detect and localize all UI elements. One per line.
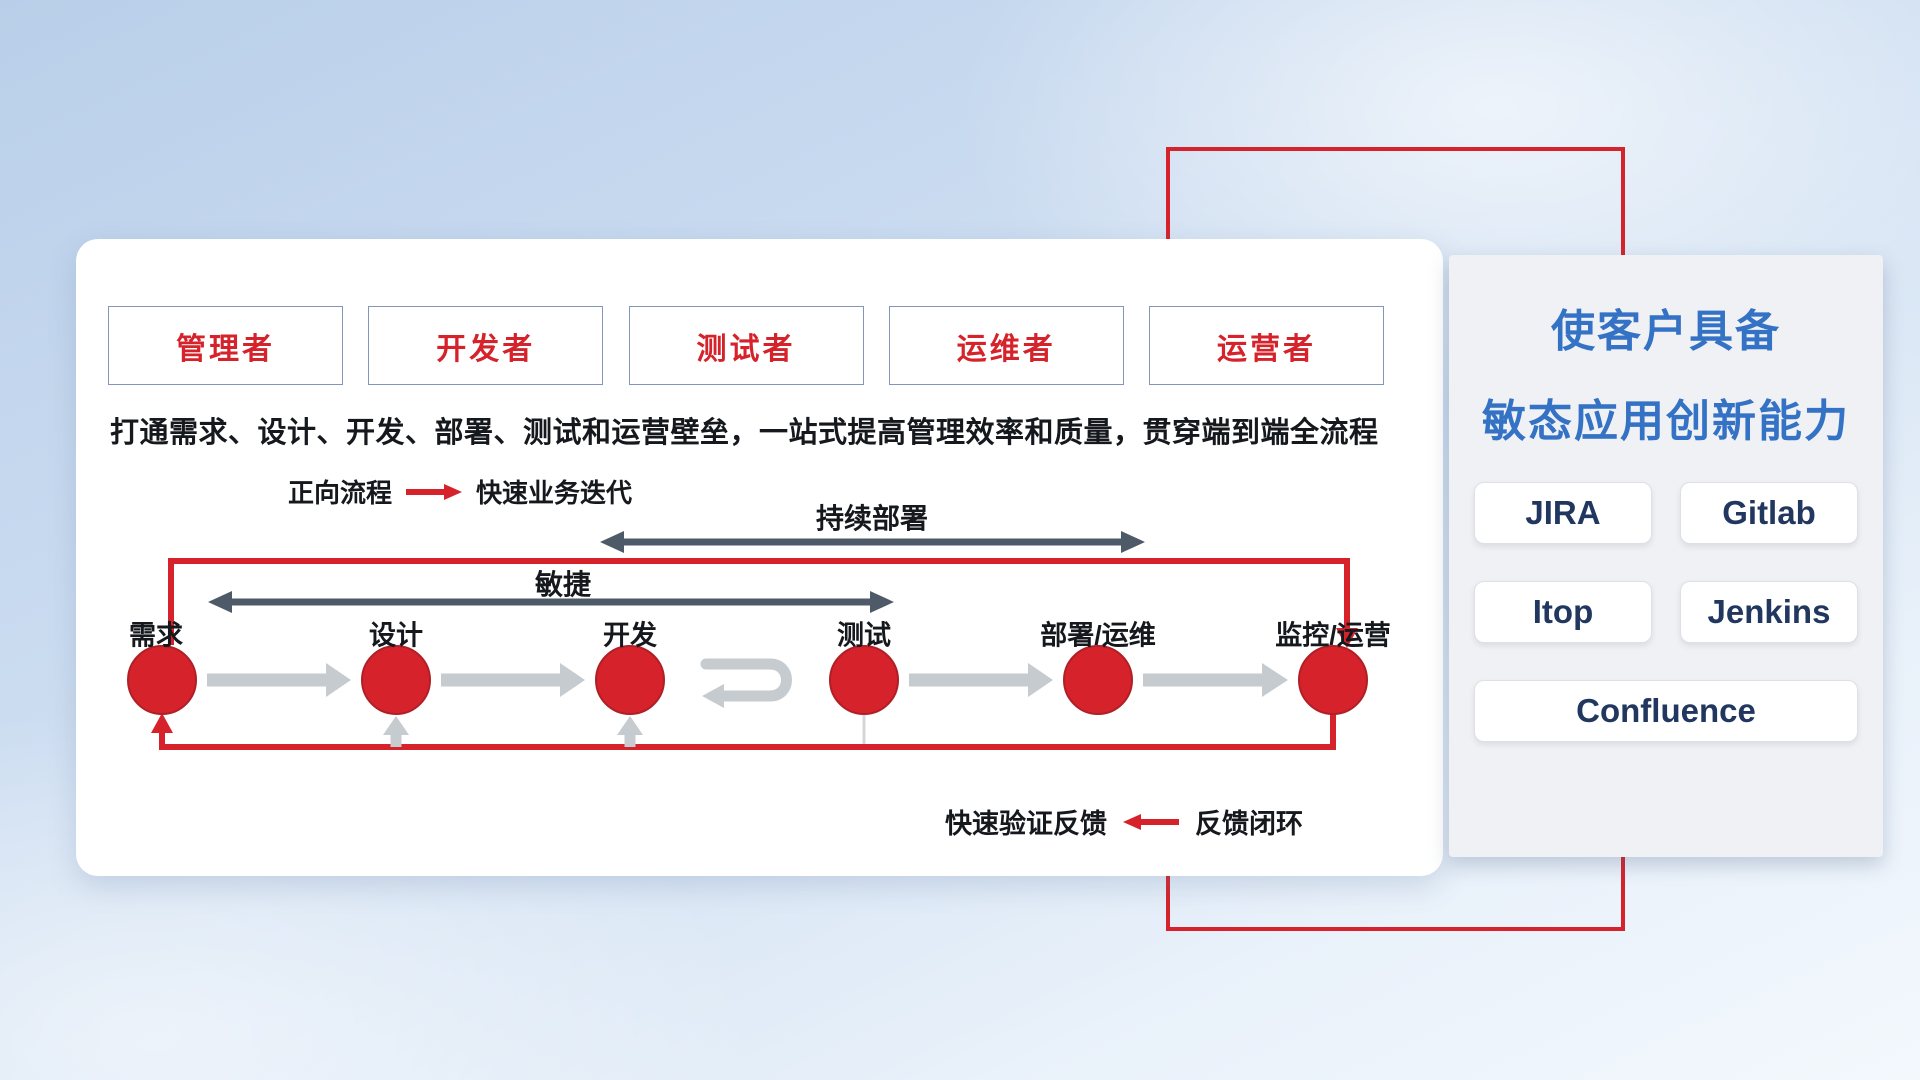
role-label: 管理者 xyxy=(176,332,275,366)
stage-label-develop: 开发 xyxy=(603,620,657,651)
role-box-operator: 运营者 xyxy=(1149,306,1384,385)
role-box-tester: 测试者 xyxy=(628,306,864,385)
tool-jenkins[interactable]: Jenkins xyxy=(1680,581,1858,643)
stage-label-monitor-ops: 监控/运营 xyxy=(1275,620,1391,651)
tool-confluence[interactable]: Confluence xyxy=(1474,680,1858,742)
forward-legend: 正向流程 快速业务迭代 xyxy=(288,473,632,510)
panel-title-line2: 敏态应用创新能力 xyxy=(1482,397,1850,446)
tool-gitlab[interactable]: Gitlab xyxy=(1680,482,1858,544)
feedback-flow-line xyxy=(159,714,1336,750)
role-box-developer: 开发者 xyxy=(368,306,604,385)
role-label: 开发者 xyxy=(436,332,536,366)
forward-flow-line xyxy=(168,558,1350,645)
forward-arrow-icon xyxy=(406,483,463,500)
forward-legend-label: 正向流程 xyxy=(288,478,393,508)
role-label: 测试者 xyxy=(696,332,796,366)
stage-label-requirement: 需求 xyxy=(129,620,183,651)
continuous-deployment-label: 持续部署 xyxy=(815,503,929,534)
tools-panel: 使客户具备 敏态应用创新能力 JIRA Gitlab Itop Jenkins … xyxy=(1449,255,1883,857)
iteration-loop-icon xyxy=(700,658,792,708)
tool-jira[interactable]: JIRA xyxy=(1474,482,1652,544)
feedback-legend-desc: 快速验证反馈 xyxy=(945,809,1107,839)
panel-title-line1: 使客户具备 xyxy=(1551,307,1781,356)
role-label: 运营者 xyxy=(1217,332,1316,366)
role-label: 运维者 xyxy=(956,332,1056,366)
devops-flow-card: 管理者 开发者 测试者 运维者 运营者 打通需求、设计、开发、部署、测试和运营壁… xyxy=(76,239,1443,876)
stage-label-design: 设计 xyxy=(369,620,423,651)
stage-step-arrows xyxy=(207,663,1288,697)
feedback-arrow-icon xyxy=(1123,813,1179,830)
stage-label-test: 测试 xyxy=(837,620,891,651)
stage-label-deploy-ops: 部署/运维 xyxy=(1040,620,1156,651)
feedback-legend: 快速验证反馈 反馈闭环 xyxy=(945,802,1303,841)
forward-legend-desc: 快速业务迭代 xyxy=(476,478,633,508)
headline: 打通需求、设计、开发、部署、测试和运营壁垒，一站式提高管理效率和质量，贯穿端到端… xyxy=(110,417,1379,449)
role-box-manager: 管理者 xyxy=(108,306,343,385)
stage-nodes xyxy=(127,645,1368,715)
roles-row: 管理者 开发者 测试者 运维者 运营者 xyxy=(108,306,1384,385)
feedback-flow-arrowhead xyxy=(151,713,173,733)
agile-label: 敏捷 xyxy=(534,569,592,600)
tool-itop[interactable]: Itop xyxy=(1474,581,1652,643)
feedback-legend-label: 反馈闭环 xyxy=(1195,809,1303,839)
feedback-up-arrows xyxy=(383,716,643,747)
role-box-ops: 运维者 xyxy=(888,306,1124,385)
tools-grid: JIRA Gitlab Itop Jenkins Confluence xyxy=(1474,482,1858,742)
